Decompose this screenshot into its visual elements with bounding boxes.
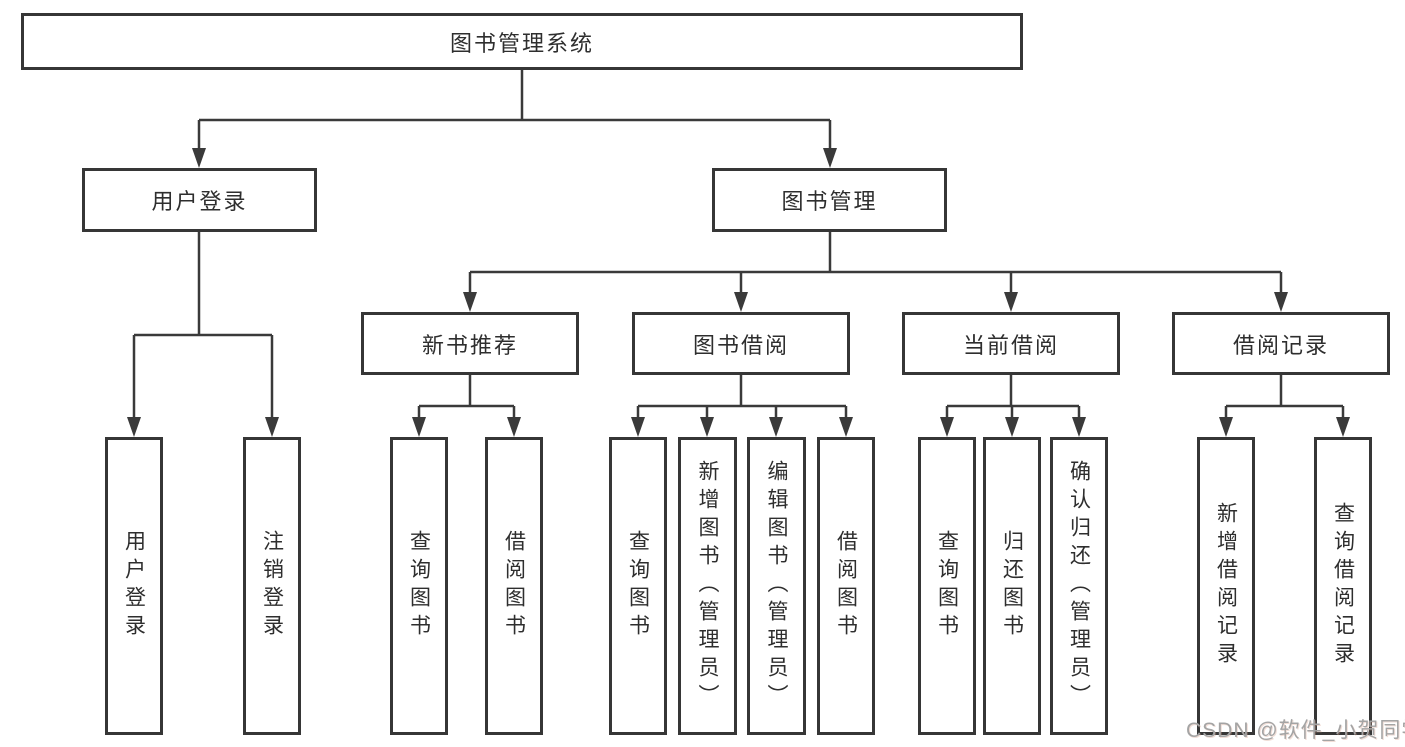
node-user-login: 用户登录 xyxy=(82,168,317,232)
leaf-borrow-books: 借阅图书 xyxy=(817,437,875,735)
arrow-stems xyxy=(132,120,1345,421)
leaf-add-books-admin: 新增图书（管理员） xyxy=(678,437,737,735)
leaf-borrow-books-recommend: 借阅图书 xyxy=(485,437,543,735)
leaf-logout: 注销登录 xyxy=(243,437,301,735)
leaf-edit-books-admin: 编辑图书（管理员） xyxy=(747,437,806,735)
leaf-add-borrow-record: 新增借阅记录 xyxy=(1197,437,1255,735)
leaf-return-books: 归还图书 xyxy=(983,437,1041,735)
node-new-book-recommendation: 新书推荐 xyxy=(361,312,579,375)
arrowheads xyxy=(127,148,1350,437)
node-book-management: 图书管理 xyxy=(712,168,947,232)
tree-branch-lines xyxy=(134,70,1343,408)
node-current-borrowing: 当前借阅 xyxy=(902,312,1120,375)
leaf-query-borrow-record: 查询借阅记录 xyxy=(1314,437,1372,735)
node-borrowing-records: 借阅记录 xyxy=(1172,312,1390,375)
csdn-watermark: CSDN @软件_小贺同学 xyxy=(1186,719,1405,742)
node-book-borrowing: 图书借阅 xyxy=(632,312,850,375)
leaf-query-books-recommend: 查询图书 xyxy=(390,437,448,735)
leaf-query-books-current: 查询图书 xyxy=(918,437,976,735)
node-library-management-system: 图书管理系统 xyxy=(21,13,1023,70)
leaf-confirm-return-admin: 确认归还（管理员） xyxy=(1050,437,1108,735)
leaf-user-login: 用户登录 xyxy=(105,437,163,735)
leaf-query-books-borrow: 查询图书 xyxy=(609,437,667,735)
